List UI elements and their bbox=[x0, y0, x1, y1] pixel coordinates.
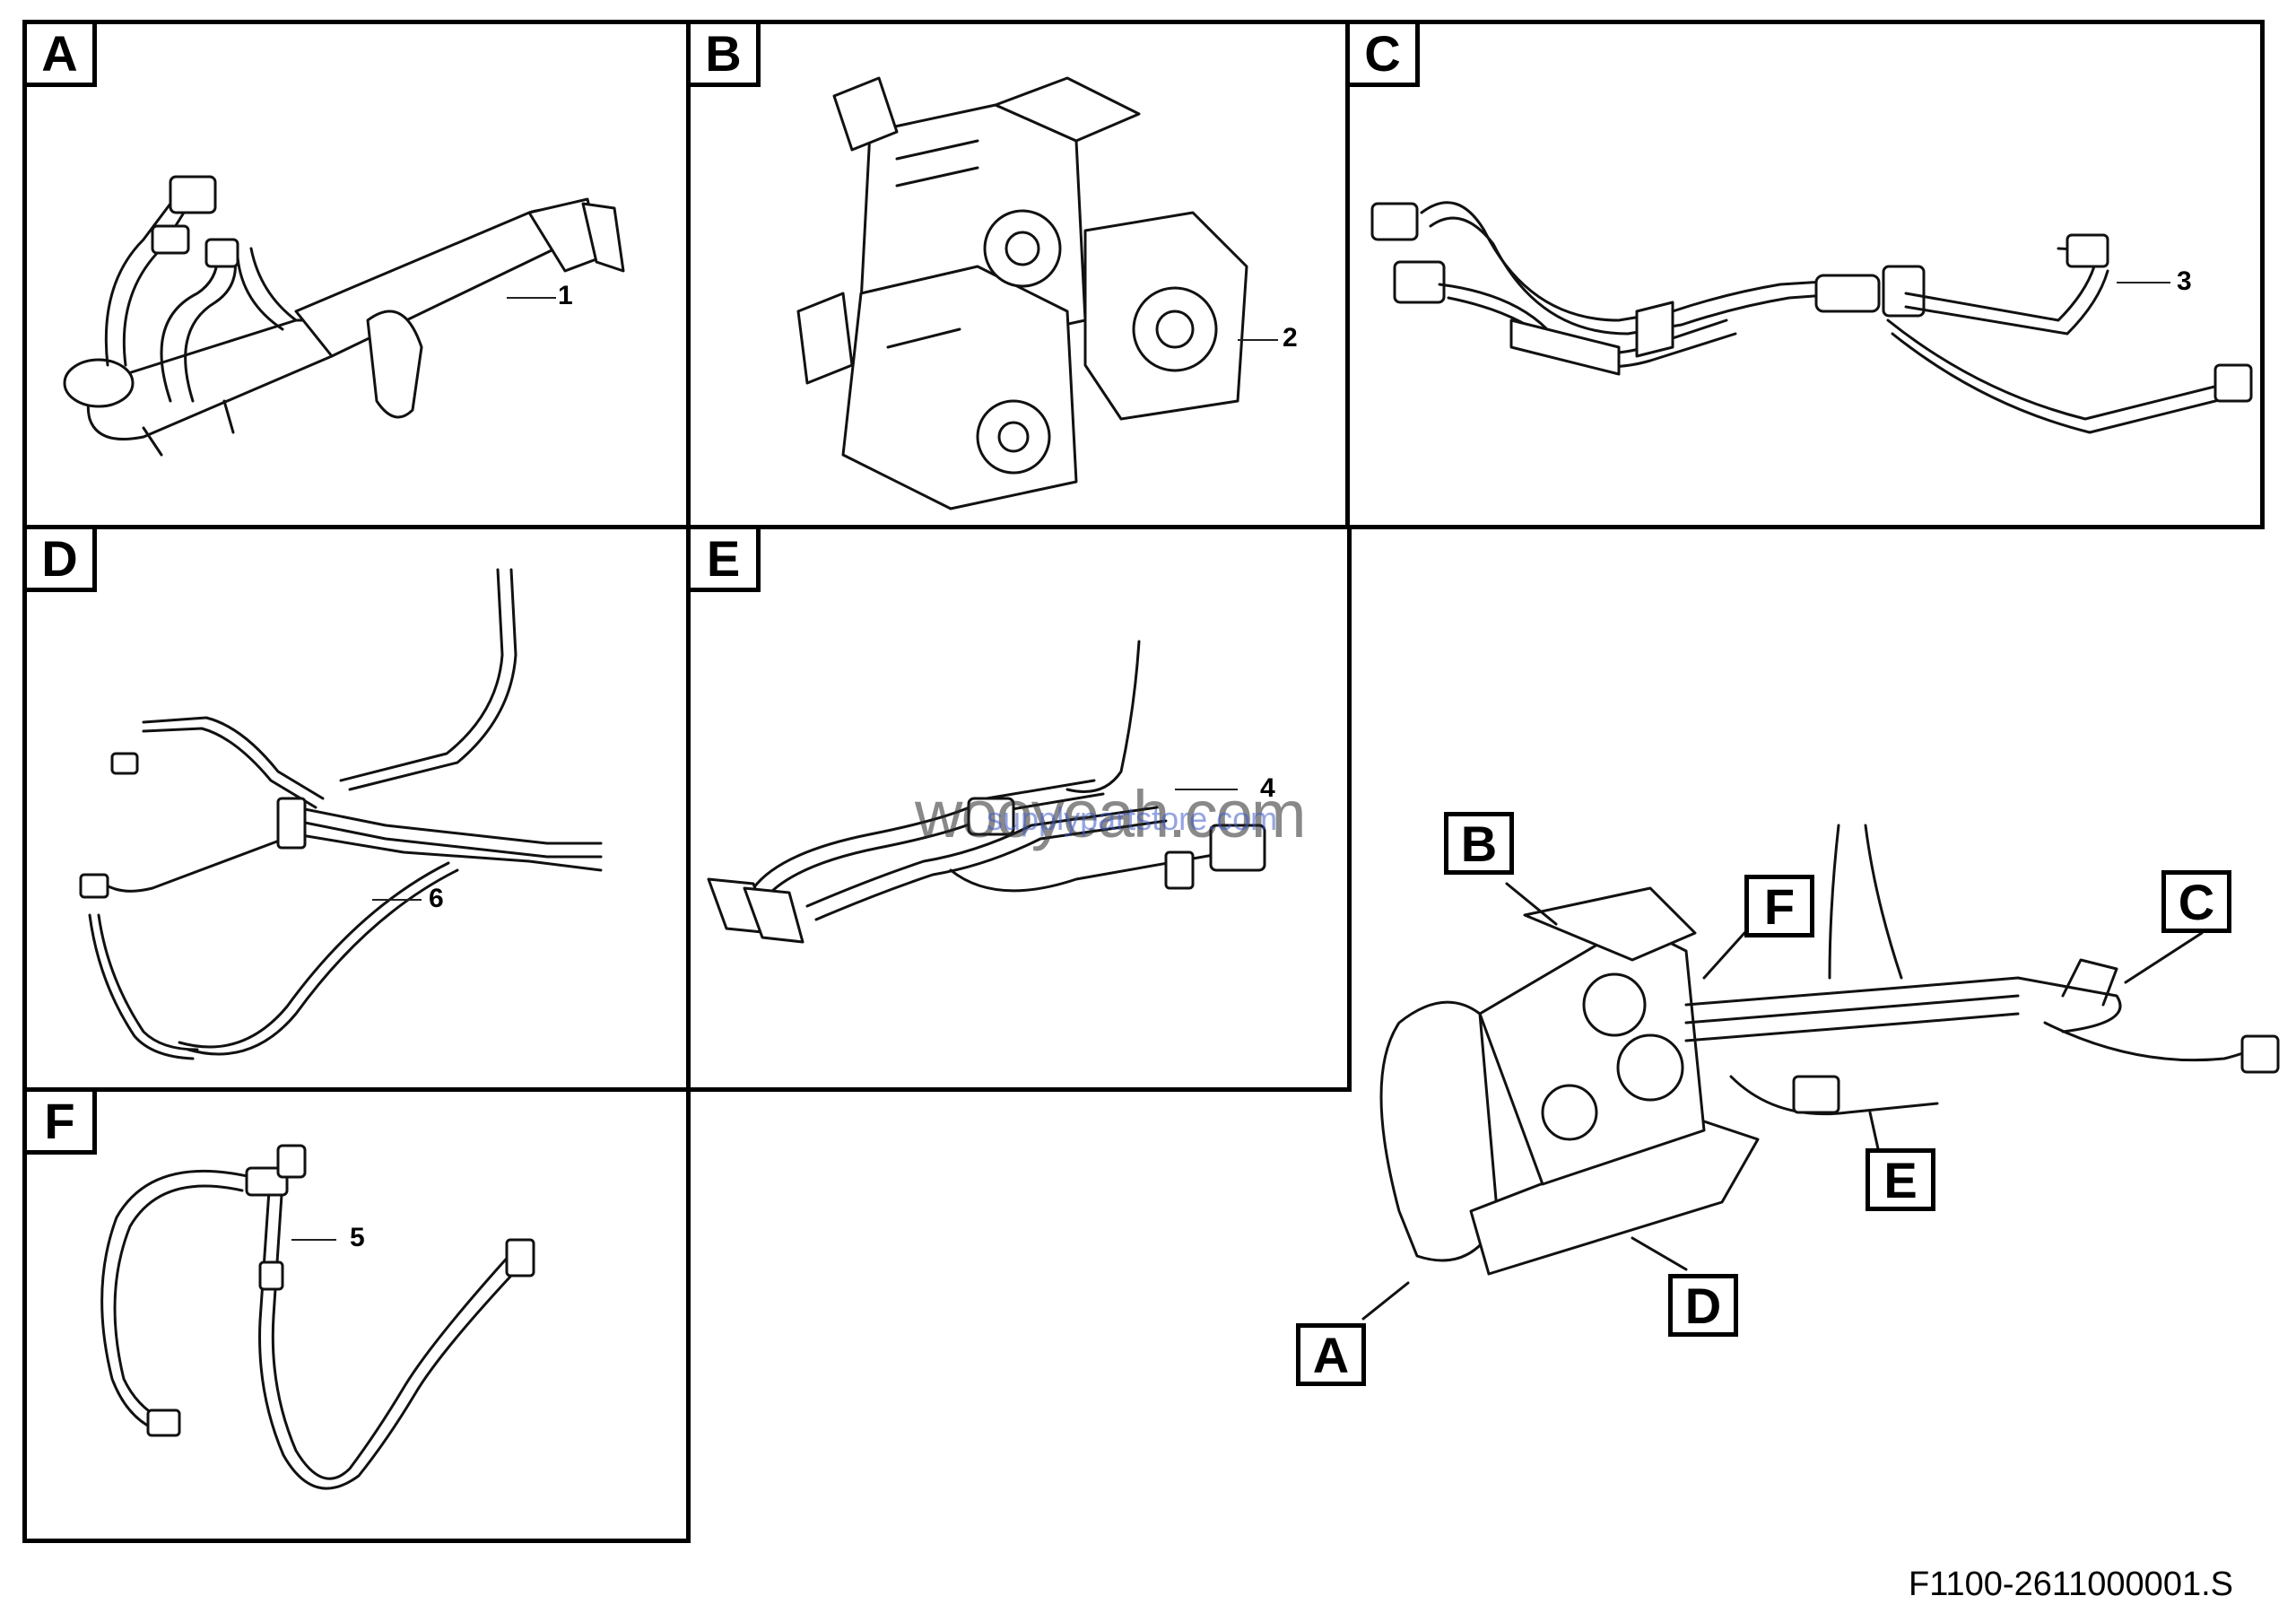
watermark-main: wooyeah.com bbox=[915, 777, 1307, 851]
panel-label-a: A bbox=[27, 24, 97, 87]
panel-e: E 4 bbox=[686, 525, 1352, 1092]
hose-harness-c-drawing bbox=[1370, 201, 2253, 434]
panel-b: B 2 bbox=[686, 20, 1352, 529]
overview-key-d: D bbox=[1668, 1274, 1738, 1337]
overview-key-f: F bbox=[1744, 875, 1814, 937]
overview-key-c: C bbox=[2161, 870, 2231, 933]
callout-3: 3 bbox=[2177, 266, 2192, 296]
panel-label-f: F bbox=[27, 1092, 97, 1155]
panel-label-c: C bbox=[1350, 24, 1420, 87]
panel-label-d: D bbox=[27, 529, 97, 592]
watermark-sub: supplypartstore.com bbox=[987, 800, 1278, 837]
callout-1: 1 bbox=[558, 281, 573, 310]
intake-pipe-drawing bbox=[63, 175, 625, 457]
callout-6: 6 bbox=[429, 884, 444, 913]
overview-key-b: B bbox=[1444, 812, 1514, 875]
callout-4: 4 bbox=[1260, 773, 1275, 803]
callout-2: 2 bbox=[1283, 323, 1298, 353]
hose-assembly-f-drawing bbox=[100, 1144, 535, 1490]
reference-code: F1100-2611000001.S bbox=[1908, 1565, 2233, 1603]
panel-label-b: B bbox=[691, 24, 761, 87]
panel-d: D 6 bbox=[22, 525, 691, 1092]
panel-c: C 3 bbox=[1345, 20, 2265, 529]
overview-key-a: A bbox=[1296, 1323, 1366, 1386]
hose-harness-d-drawing bbox=[79, 568, 603, 1060]
panel-f: F 5 bbox=[22, 1087, 691, 1543]
panel-a: A 1 bbox=[22, 20, 691, 529]
callout-5: 5 bbox=[350, 1223, 365, 1252]
hose-harness-e-drawing bbox=[707, 640, 1266, 944]
pump-assembly-drawing bbox=[796, 76, 1278, 510]
panel-label-e: E bbox=[691, 529, 761, 592]
overview-key-e: E bbox=[1866, 1148, 1935, 1211]
